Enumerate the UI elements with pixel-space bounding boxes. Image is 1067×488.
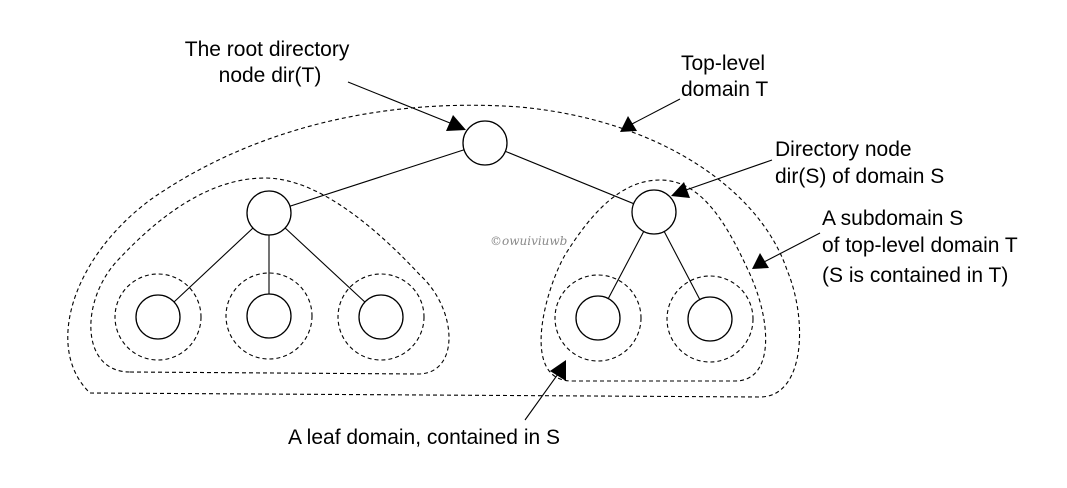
leaf-node-3: [358, 294, 404, 340]
edge-root-right: [484, 142, 655, 213]
edge-left-leaf3: [268, 212, 382, 318]
arrow-dirnode-label: [671, 159, 773, 198]
leaf-node-5: [687, 296, 733, 342]
directory-node-label-line2: dir(S) of domain S: [775, 165, 944, 188]
subdomain-label-line1: A subdomain S: [822, 207, 963, 230]
top-level-domain-boundary: [67, 104, 801, 398]
root-label-line2: node dir(T): [219, 64, 322, 87]
leaf-node-4: [575, 295, 621, 341]
arrow-leaf-label: [524, 360, 566, 421]
arrow-subdomain-label: [752, 232, 821, 269]
root-directory-node: [462, 120, 508, 166]
watermark: ©owuiviuwb: [490, 234, 567, 248]
top-level-label-line1: Top-level: [681, 52, 765, 75]
leaf-domain-label: A leaf domain, contained in S: [288, 426, 560, 449]
edge-left-leaf1: [157, 212, 270, 318]
leaf-domain-boundary-2: [225, 272, 313, 360]
leaf-domain-boundary-4: [554, 274, 642, 362]
edge-root-left: [268, 142, 486, 214]
subdomain-label-line3: (S is contained in T): [822, 264, 1008, 287]
directory-node-label: Directory node dir(S) of domain S: [775, 138, 944, 188]
subdomain-label: A subdomain S of top-level domain T (S i…: [822, 207, 1023, 287]
directory-node-s: [631, 189, 677, 235]
root-label-line1: The root directory: [185, 38, 350, 61]
top-level-label-line2: domain T: [681, 78, 768, 101]
root-label: The root directory node dir(T): [185, 38, 355, 87]
arrow-top-level-label: [620, 98, 681, 132]
leaf-node-1: [135, 294, 181, 340]
left-directory-node: [246, 190, 292, 236]
directory-node-label-line1: Directory node: [775, 138, 912, 161]
arrow-root-label: [347, 81, 466, 131]
leaf-domain-boundary-3: [337, 273, 425, 361]
subdomain-s-boundary: [540, 179, 767, 382]
leaf-domain-boundary-5: [666, 275, 754, 363]
leaf-node-2: [246, 293, 292, 339]
leaf-domain-boundary-1: [114, 273, 202, 361]
top-level-label: Top-level domain T: [681, 52, 771, 101]
subdomain-label-line2: of top-level domain T: [822, 234, 1018, 257]
